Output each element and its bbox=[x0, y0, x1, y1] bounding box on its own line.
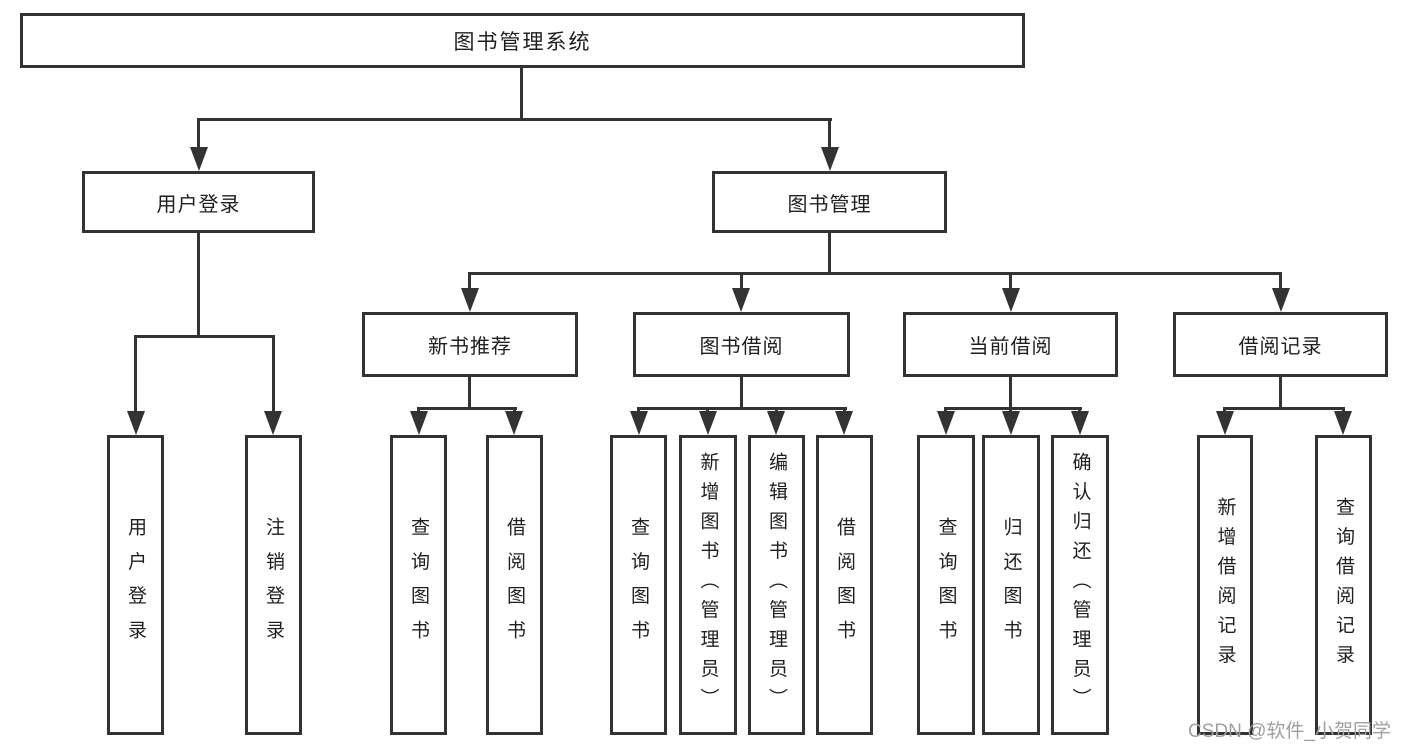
connector-mgmt-drop-1 bbox=[468, 272, 471, 290]
watermark: CSDN @软件_小贺同学 bbox=[1188, 721, 1391, 742]
arrow-down-icon bbox=[1334, 411, 1352, 435]
connector-borrow-drop-4 bbox=[843, 407, 846, 414]
leaf-logout: 注销登录 bbox=[245, 435, 302, 735]
connector-current-drop-2 bbox=[1009, 407, 1012, 414]
connector-borrow-drop-3 bbox=[775, 407, 778, 414]
node-book-borrow-label: 图书借阅 bbox=[699, 336, 784, 358]
connector-borrow-drop-1 bbox=[637, 407, 640, 414]
connector-records-hline bbox=[1223, 407, 1345, 410]
leaf-newbooks-query: 查询图书 bbox=[390, 435, 447, 735]
arrow-down-icon bbox=[264, 411, 282, 435]
connector-current-hline bbox=[944, 407, 1082, 410]
arrow-down-icon bbox=[937, 411, 955, 435]
leaf-records-add-label: 新增借阅记录 bbox=[1214, 496, 1236, 674]
node-library-system-label: 图书管理系统 bbox=[453, 30, 592, 54]
leaf-borrow-edit-admin: 编辑图书（管理员） bbox=[748, 435, 805, 735]
leaf-newbooks-borrow-label: 借阅图书 bbox=[504, 516, 525, 654]
arrow-down-icon bbox=[1216, 411, 1234, 435]
connector-root-drop-right bbox=[828, 118, 831, 150]
leaf-borrow-query: 查询图书 bbox=[610, 435, 667, 735]
arrow-down-icon bbox=[1071, 411, 1089, 435]
leaf-current-query-label: 查询图书 bbox=[935, 516, 957, 654]
connector-login-stem bbox=[197, 233, 200, 335]
connector-newbooks-drop-1 bbox=[417, 407, 420, 414]
leaf-borrow-query-label: 查询图书 bbox=[628, 516, 649, 654]
connector-login-drop-1 bbox=[134, 335, 137, 413]
node-new-book-recommend: 新书推荐 bbox=[362, 312, 578, 377]
leaf-current-confirm-admin-label: 确认归还（管理员） bbox=[1069, 452, 1091, 718]
node-new-book-recommend-label: 新书推荐 bbox=[428, 336, 512, 358]
node-book-management-label: 图书管理 bbox=[787, 193, 872, 216]
arrow-down-icon bbox=[1002, 411, 1020, 435]
connector-root-hline bbox=[197, 118, 832, 121]
arrow-down-icon bbox=[821, 147, 839, 171]
connector-borrow-drop-2 bbox=[706, 407, 709, 414]
connector-newbooks-stem bbox=[468, 377, 471, 407]
arrow-down-icon bbox=[410, 411, 428, 435]
arrow-down-icon bbox=[127, 411, 145, 435]
leaf-current-query: 查询图书 bbox=[917, 435, 975, 735]
leaf-current-return-label: 归还图书 bbox=[1000, 516, 1022, 654]
node-book-borrow: 图书借阅 bbox=[633, 312, 850, 377]
connector-current-stem bbox=[1009, 377, 1012, 407]
connector-newbooks-drop-2 bbox=[513, 407, 516, 414]
connector-borrow-stem bbox=[740, 377, 743, 407]
node-current-borrow-label: 当前借阅 bbox=[968, 336, 1053, 358]
arrow-down-icon bbox=[699, 411, 717, 435]
connector-records-stem bbox=[1279, 377, 1282, 407]
connector-records-drop-2 bbox=[1342, 407, 1345, 414]
arrow-down-icon bbox=[835, 411, 853, 435]
connector-root-drop-left bbox=[197, 118, 200, 150]
node-user-login-label: 用户登录 bbox=[156, 193, 241, 216]
connector-mgmt-hline bbox=[468, 272, 1282, 275]
leaf-borrow-book-label: 借阅图书 bbox=[834, 516, 855, 654]
connector-login-hline bbox=[134, 335, 275, 338]
connector-login-drop-2 bbox=[272, 335, 275, 413]
leaf-borrow-edit-admin-label: 编辑图书（管理员） bbox=[766, 452, 787, 718]
node-book-management: 图书管理 bbox=[712, 171, 947, 233]
connector-mgmt-stem bbox=[828, 233, 831, 272]
arrow-down-icon bbox=[190, 147, 208, 171]
arrow-down-icon bbox=[732, 288, 750, 312]
arrow-down-icon bbox=[767, 411, 785, 435]
node-user-login: 用户登录 bbox=[82, 171, 315, 233]
connector-root-stem bbox=[520, 68, 523, 118]
connector-records-drop-1 bbox=[1223, 407, 1226, 414]
leaf-borrow-book: 借阅图书 bbox=[816, 435, 873, 735]
leaf-records-query-label: 查询借阅记录 bbox=[1333, 496, 1354, 674]
leaf-borrow-add-admin: 新增图书（管理员） bbox=[679, 435, 737, 735]
arrow-down-icon bbox=[505, 411, 523, 435]
connector-current-drop-3 bbox=[1078, 407, 1081, 414]
leaf-records-add: 新增借阅记录 bbox=[1197, 435, 1253, 735]
leaf-current-confirm-admin: 确认归还（管理员） bbox=[1051, 435, 1109, 735]
connector-mgmt-drop-3 bbox=[1009, 272, 1012, 290]
leaf-logout-label: 注销登录 bbox=[263, 516, 284, 654]
connector-current-drop-1 bbox=[944, 407, 947, 414]
arrow-down-icon bbox=[1002, 288, 1020, 312]
node-library-system: 图书管理系统 bbox=[20, 13, 1025, 68]
arrow-down-icon bbox=[630, 411, 648, 435]
leaf-records-query: 查询借阅记录 bbox=[1315, 435, 1372, 735]
arrow-down-icon bbox=[461, 288, 479, 312]
leaf-current-return: 归还图书 bbox=[982, 435, 1040, 735]
leaf-user-login-label: 用户登录 bbox=[125, 516, 146, 654]
node-borrow-records: 借阅记录 bbox=[1173, 312, 1388, 377]
leaf-newbooks-query-label: 查询图书 bbox=[408, 516, 429, 654]
leaf-borrow-add-admin-label: 新增图书（管理员） bbox=[697, 452, 719, 718]
connector-borrow-hline bbox=[637, 407, 847, 410]
node-current-borrow: 当前借阅 bbox=[903, 312, 1118, 377]
node-borrow-records-label: 借阅记录 bbox=[1238, 336, 1323, 358]
connector-mgmt-drop-4 bbox=[1279, 272, 1282, 290]
connector-newbooks-hline bbox=[417, 407, 517, 410]
arrow-down-icon bbox=[1272, 288, 1290, 312]
connector-mgmt-drop-2 bbox=[740, 272, 743, 290]
leaf-newbooks-borrow: 借阅图书 bbox=[486, 435, 543, 735]
leaf-user-login: 用户登录 bbox=[107, 435, 164, 735]
